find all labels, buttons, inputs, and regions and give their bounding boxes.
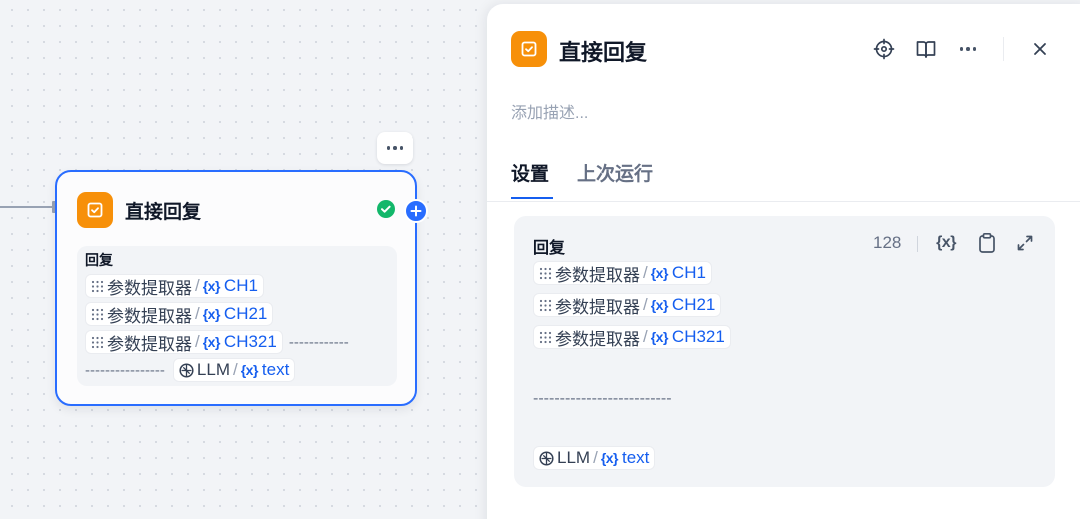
chip-variable: CH21 xyxy=(223,304,268,323)
variable-chip[interactable]: 参数提取器 / {x}CH21 xyxy=(85,302,274,326)
variable-icon: {x} xyxy=(650,329,669,345)
description-input[interactable]: 添加描述... xyxy=(511,105,589,122)
chip-variable: text xyxy=(622,448,650,467)
chip-variable: CH21 xyxy=(671,295,716,314)
editor-line: 参数提取器 / {x}CH21 xyxy=(533,293,722,317)
chip-source: LLM xyxy=(557,448,591,467)
grid-icon xyxy=(91,336,104,348)
node-settings-panel: 直接回复 添加描述... 设置 上次运行 回复 128 {x} 参数提取器 xyxy=(487,4,1080,519)
close-panel-button[interactable] xyxy=(1027,36,1053,62)
add-next-node-button[interactable] xyxy=(404,199,428,223)
clipboard-icon xyxy=(979,232,995,253)
active-tab-indicator xyxy=(511,197,553,199)
chip-variable: CH321 xyxy=(671,327,725,346)
help-docs-button[interactable] xyxy=(913,36,939,62)
chip-separator: / xyxy=(195,332,200,351)
chip-source: 参数提取器 xyxy=(107,306,192,326)
chip-source: 参数提取器 xyxy=(555,297,640,317)
node-header: 直接回复 xyxy=(77,192,201,228)
dash-text: ------------ xyxy=(288,333,349,351)
chip-source: 参数提取器 xyxy=(107,334,192,354)
reply-label: 回复 xyxy=(85,252,113,268)
variable-icon: {x} xyxy=(650,265,669,281)
preview-line: ---------------- LLM / {x}text xyxy=(85,356,389,384)
incoming-edge xyxy=(0,206,56,208)
grid-icon xyxy=(539,267,552,279)
copy-button[interactable] xyxy=(974,230,1000,256)
toolbar-divider xyxy=(1003,37,1004,61)
node-title: 直接回复 xyxy=(125,201,202,223)
chip-separator: / xyxy=(593,448,598,467)
variable-chip[interactable]: 参数提取器 / {x}CH1 xyxy=(533,261,712,285)
chip-separator: / xyxy=(195,304,200,323)
reply-editor[interactable]: 回复 128 {x} 参数提取器 / {x}CH1 参数提取器 / {x}C xyxy=(514,216,1055,487)
close-icon xyxy=(1034,43,1046,55)
chip-separator: / xyxy=(643,295,648,314)
chip-variable: CH321 xyxy=(223,332,277,351)
grid-icon xyxy=(91,308,104,320)
editor-line: LLM / {x}text xyxy=(533,446,656,470)
grid-icon xyxy=(539,331,552,343)
panel-more-button[interactable] xyxy=(955,36,981,62)
chip-variable: text xyxy=(261,360,290,379)
chip-source: 参数提取器 xyxy=(555,265,640,285)
toolbar-divider xyxy=(917,236,918,252)
variable-icon: {x} xyxy=(202,334,221,350)
preview-line: 参数提取器 / {x}CH1 xyxy=(85,272,389,300)
variable-chip[interactable]: 参数提取器 / {x}CH321 xyxy=(533,325,731,349)
chip-variable: CH1 xyxy=(671,263,706,282)
direct-reply-node[interactable]: 直接回复 回复 参数提取器 / {x}CH1 参数提取器 / {x}CH21 xyxy=(55,170,428,406)
llm-variable-chip[interactable]: LLM / {x}text xyxy=(172,358,296,382)
tab-last-run[interactable]: 上次运行 xyxy=(577,164,654,185)
chip-separator: / xyxy=(643,263,648,282)
variable-icon: {x} xyxy=(600,450,619,466)
chip-separator: / xyxy=(233,360,238,379)
chip-source: LLM xyxy=(196,360,230,379)
chip-source: 参数提取器 xyxy=(555,329,640,349)
node-reply-preview: 回复 参数提取器 / {x}CH1 参数提取器 / {x}CH21 参数提取器 … xyxy=(77,246,397,386)
chip-source: 参数提取器 xyxy=(107,278,192,298)
grid-icon xyxy=(539,299,552,311)
tab-settings[interactable]: 设置 xyxy=(511,164,550,185)
locate-icon xyxy=(873,38,895,60)
preview-line: 参数提取器 / {x}CH21 xyxy=(85,300,389,328)
more-icon xyxy=(386,146,404,150)
grid-icon xyxy=(91,280,104,292)
expand-icon xyxy=(1017,235,1033,251)
variable-icon: {x} xyxy=(650,297,669,313)
insert-variable-button[interactable]: {x} xyxy=(933,230,959,256)
editor-line: 参数提取器 / {x}CH321 xyxy=(533,325,731,349)
variable-icon: {x} xyxy=(936,234,956,251)
chip-separator: / xyxy=(195,276,200,295)
character-count: 128 xyxy=(873,233,902,252)
llm-icon xyxy=(179,362,194,378)
variable-chip[interactable]: 参数提取器 / {x}CH21 xyxy=(533,293,722,317)
variable-icon: {x} xyxy=(202,306,221,322)
book-icon xyxy=(916,41,936,58)
variable-chip[interactable]: 参数提取器 / {x}CH1 xyxy=(85,274,264,298)
chip-variable: CH1 xyxy=(223,276,258,295)
reply-icon xyxy=(77,192,113,228)
dash-text: -------------------------- xyxy=(533,390,672,407)
chip-separator: / xyxy=(643,327,648,346)
plus-icon xyxy=(410,205,422,217)
check-circle-icon xyxy=(377,200,395,218)
editor-line: 参数提取器 / {x}CH1 xyxy=(533,261,712,285)
llm-icon xyxy=(539,450,554,466)
llm-variable-chip[interactable]: LLM / {x}text xyxy=(533,446,656,470)
variable-icon: {x} xyxy=(240,362,259,378)
variable-chip[interactable]: 参数提取器 / {x}CH321 xyxy=(85,330,283,354)
reply-label: 回复 xyxy=(533,240,566,257)
variable-icon: {x} xyxy=(202,278,221,294)
more-icon xyxy=(959,47,977,51)
reply-icon xyxy=(511,31,547,67)
expand-button[interactable] xyxy=(1012,230,1038,256)
node-input-handle[interactable] xyxy=(52,201,56,213)
panel-title[interactable]: 直接回复 xyxy=(559,40,648,65)
locate-node-button[interactable] xyxy=(871,36,897,62)
tab-divider xyxy=(487,201,1080,202)
node-more-button[interactable] xyxy=(377,132,413,164)
dash-text: ---------------- xyxy=(85,361,165,379)
preview-line: 参数提取器 / {x}CH321 ------------ xyxy=(85,328,389,356)
